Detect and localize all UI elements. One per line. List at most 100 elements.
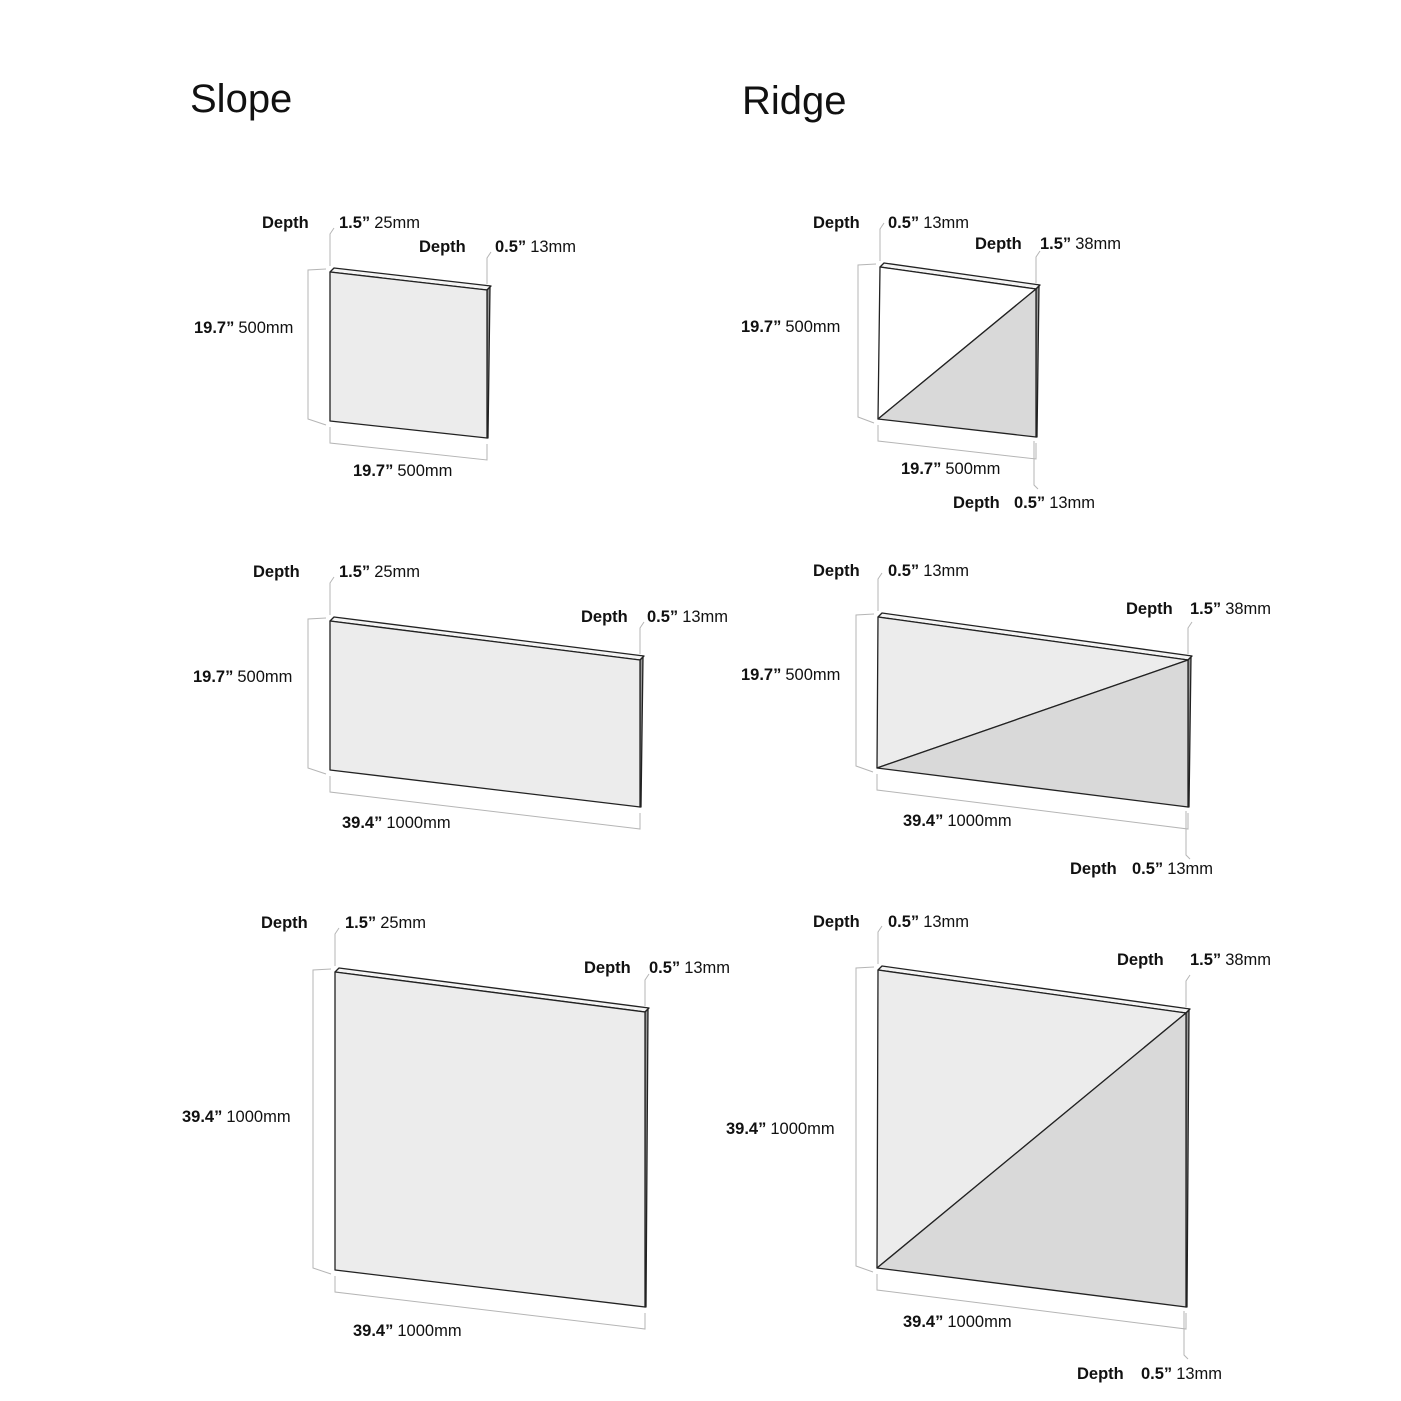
depth-right-value-inches: 1.5” [1190,951,1221,969]
width-dimension-inches: 19.7” [353,462,393,480]
height-dimension-inches: 19.7” [193,668,233,686]
depth-left-value-inches: 0.5” [888,913,919,931]
depth-right-value: 1.5”38mm [1190,600,1271,618]
dimension-lines [307,227,492,461]
height-dimension: 39.4”1000mm [726,1120,835,1138]
depth-bottom-label: Depth [953,494,1000,512]
depth-left-value-mm: 13mm [923,562,969,580]
depth-left-label: Depth [253,563,300,581]
depth-right-value-inches: 0.5” [649,959,680,977]
depth-left-value: 0.5”13mm [888,214,969,232]
depth-right-value: 0.5”13mm [647,608,728,626]
depth-right-label: Depth [975,235,1022,253]
width-dimension-mm: 1000mm [947,1313,1011,1331]
depth-left-value: 0.5”13mm [888,562,969,580]
depth-right-value-inches: 1.5” [1190,600,1221,618]
depth-right-value-mm: 13mm [684,959,730,977]
depth-right-value: 0.5”13mm [495,238,576,256]
dimension-lines [855,925,1191,1360]
depth-bottom-value: 0.5”13mm [1141,1365,1222,1383]
depth-bottom-value-inches: 0.5” [1141,1365,1172,1383]
height-dimension-mm: 500mm [785,318,840,336]
dimension-lines [312,927,650,1330]
depth-right-value: 1.5”38mm [1040,235,1121,253]
width-dimension: 39.4”1000mm [353,1322,462,1340]
depth-left-value-inches: 1.5” [339,563,370,581]
depth-right-value-mm: 13mm [530,238,576,256]
depth-bottom-label: Depth [1070,860,1117,878]
width-dimension-mm: 1000mm [386,814,450,832]
depth-left-value-mm: 25mm [374,563,420,581]
depth-left-value: 1.5”25mm [339,563,420,581]
depth-left-label: Depth [261,914,308,932]
depth-left-value: 1.5”25mm [345,914,426,932]
depth-left-value-inches: 1.5” [339,214,370,232]
height-dimension-mm: 500mm [785,666,840,684]
depth-right-label: Depth [584,959,631,977]
depth-right-label: Depth [1126,600,1173,618]
depth-left-value-inches: 0.5” [888,214,919,232]
height-dimension-inches: 19.7” [741,318,781,336]
depth-bottom-value: 0.5”13mm [1014,494,1095,512]
width-dimension-inches: 39.4” [353,1322,393,1340]
depth-right-value-mm: 38mm [1225,951,1271,969]
lower-facet [876,659,1189,808]
dimension-lines [307,576,645,830]
depth-right-label: Depth [419,238,466,256]
height-dimension-mm: 500mm [238,319,293,337]
width-dimension: 39.4”1000mm [342,814,451,832]
lower-facet [877,288,1037,438]
height-dimension-inches: 19.7” [741,666,781,684]
dimension-lines [857,222,1041,490]
front-face [329,620,641,808]
depth-left-value-inches: 0.5” [888,562,919,580]
front-face [329,271,488,439]
height-dimension: 19.7”500mm [741,666,840,684]
width-dimension-inches: 39.4” [903,1313,943,1331]
width-dimension-inches: 39.4” [903,812,943,830]
depth-left-value-mm: 13mm [923,214,969,232]
dimension-lines [855,572,1193,860]
depth-left-value-inches: 1.5” [345,914,376,932]
width-dimension: 39.4”1000mm [903,1313,1012,1331]
depth-bottom-value-inches: 0.5” [1132,860,1163,878]
depth-right-value-inches: 1.5” [1040,235,1071,253]
width-dimension: 19.7”500mm [901,460,1000,478]
width-dimension-mm: 1000mm [397,1322,461,1340]
depth-left-value-mm: 25mm [380,914,426,932]
depth-bottom-value: 0.5”13mm [1132,860,1213,878]
depth-left-value-mm: 13mm [923,913,969,931]
height-dimension: 39.4”1000mm [182,1108,291,1126]
width-dimension-mm: 500mm [397,462,452,480]
depth-bottom-value-mm: 13mm [1167,860,1213,878]
depth-left-label: Depth [813,913,860,931]
height-dimension: 19.7”500mm [193,668,292,686]
width-dimension: 19.7”500mm [353,462,452,480]
depth-left-label: Depth [262,214,309,232]
depth-right-value-inches: 0.5” [647,608,678,626]
width-dimension-mm: 1000mm [947,812,1011,830]
height-dimension: 19.7”500mm [194,319,293,337]
depth-right-label: Depth [1117,951,1164,969]
depth-right-value-inches: 0.5” [495,238,526,256]
depth-left-value: 1.5”25mm [339,214,420,232]
width-dimension-mm: 500mm [945,460,1000,478]
height-dimension-mm: 1000mm [770,1120,834,1138]
depth-right-value: 1.5”38mm [1190,951,1271,969]
depth-right-label: Depth [581,608,628,626]
height-dimension-mm: 1000mm [226,1108,290,1126]
depth-bottom-value-mm: 13mm [1049,494,1095,512]
depth-left-label: Depth [813,562,860,580]
front-face [334,971,646,1308]
slope-title: Slope [190,77,292,121]
depth-left-value-mm: 25mm [374,214,420,232]
depth-right-value-mm: 38mm [1075,235,1121,253]
